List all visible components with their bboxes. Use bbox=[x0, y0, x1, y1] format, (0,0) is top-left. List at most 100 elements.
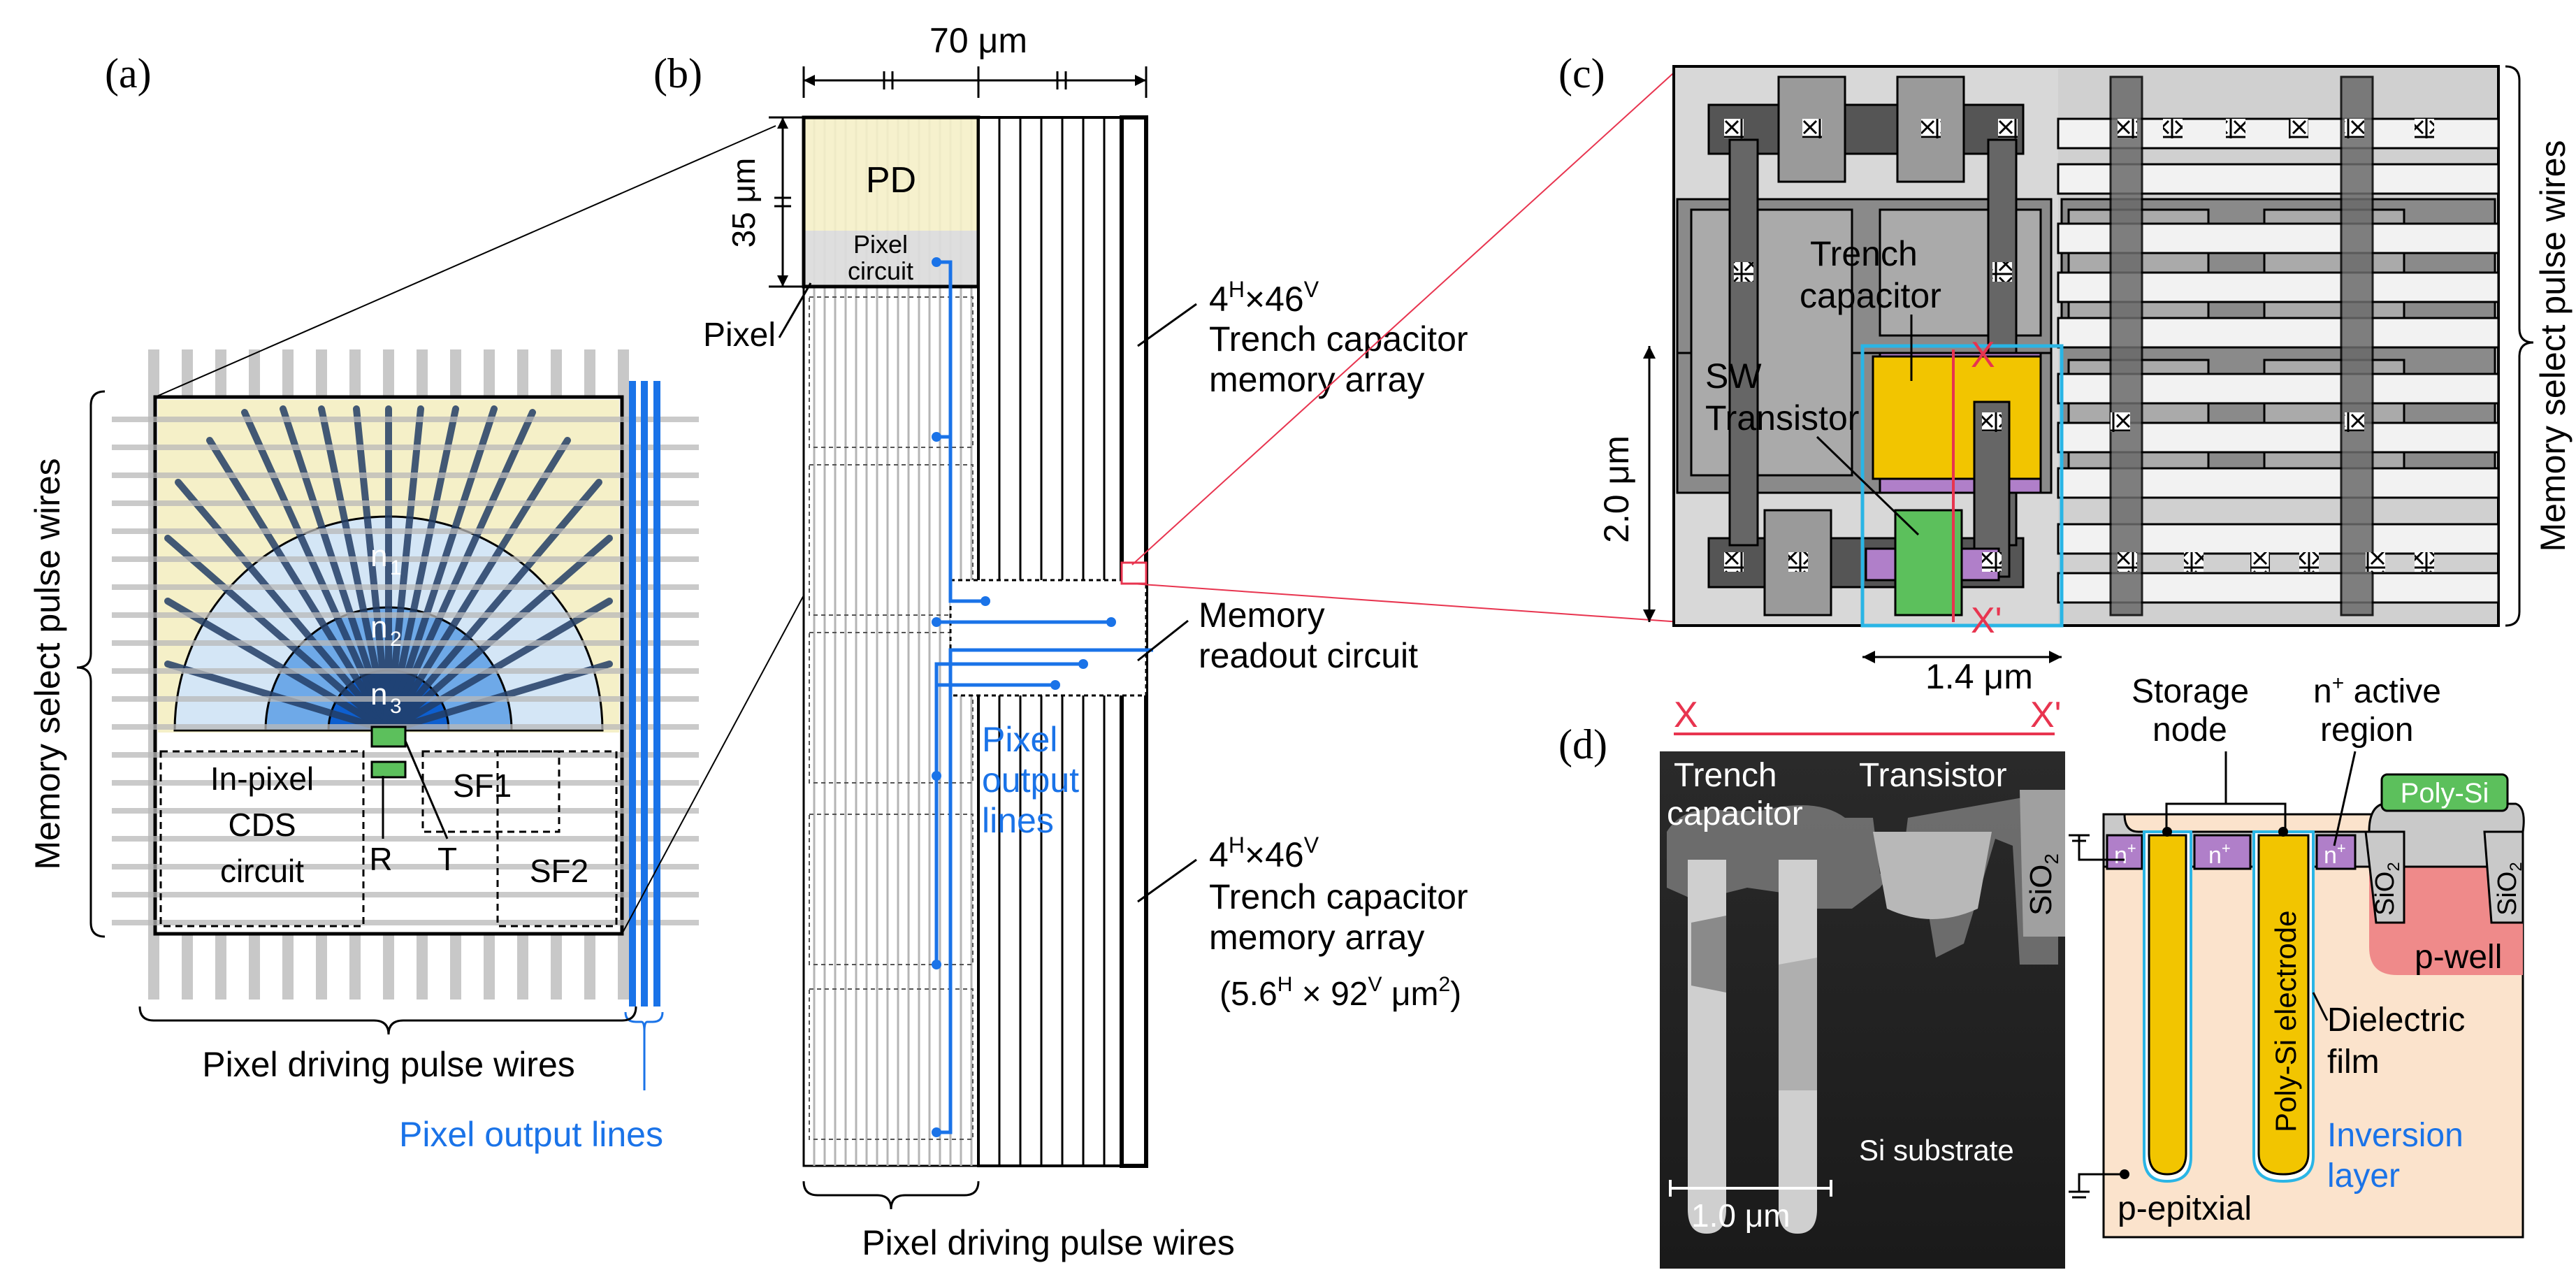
transistor-r bbox=[370, 760, 407, 779]
svg-text:n+: n+ bbox=[2208, 839, 2231, 869]
zoom-box-b bbox=[1120, 561, 1148, 585]
pixel-output-routing bbox=[934, 260, 1153, 1134]
dim-2um: 2.0 μm bbox=[1597, 435, 1636, 543]
array-top-label-3: memory array bbox=[1209, 360, 1424, 399]
pixel-label: Pixel bbox=[703, 317, 776, 354]
sem-sio2-label: SiO2 bbox=[2024, 853, 2062, 916]
trench-electrode-1 bbox=[2148, 834, 2187, 1176]
t-label: T bbox=[437, 841, 457, 877]
trench-cap-label-1: Trench bbox=[1810, 234, 1918, 273]
active-label-1: n+ active bbox=[2313, 672, 2441, 710]
sf2-label: SF2 bbox=[530, 853, 588, 889]
electrode-label: Poly-Si electrode bbox=[2269, 911, 2302, 1132]
array-top-label-1: 4H×46V bbox=[1209, 277, 1319, 319]
array-bot-label-1: 4H×46V bbox=[1209, 832, 1319, 874]
memory-select-wires-a bbox=[112, 417, 699, 925]
cds-label-2: CDS bbox=[228, 807, 296, 843]
array-size-label: (5.6H × 92V μm2) bbox=[1220, 973, 1461, 1013]
dashed-pixels bbox=[809, 296, 974, 1140]
trench-capacitor-c bbox=[1872, 355, 2042, 480]
cds-box bbox=[159, 750, 365, 928]
dielectric-label-1: Dielectric bbox=[2327, 1002, 2465, 1039]
output-dots bbox=[932, 257, 1116, 1137]
pixel-circuit-label-2: circuit bbox=[848, 257, 913, 285]
sem-trench-label-1: Trench bbox=[1674, 757, 1777, 794]
scale-bar-label: 1.0 μm bbox=[1691, 1197, 1790, 1234]
n2-label: n bbox=[370, 610, 387, 644]
sem-transistor bbox=[1873, 832, 1992, 919]
sf1-box bbox=[421, 750, 560, 833]
dim-1-4um: 1.4 μm bbox=[1925, 657, 2033, 696]
svg-text:n+: n+ bbox=[2114, 839, 2136, 869]
panel-label-d: (d) bbox=[1558, 721, 1607, 767]
sw-transistor-c bbox=[1894, 509, 1963, 616]
pixel-circuit-area bbox=[805, 231, 977, 287]
p-well-region bbox=[2369, 863, 2523, 975]
sio2-right: SiO2 bbox=[2493, 862, 2526, 916]
pixel-output-lines-label-a: Pixel output lines bbox=[399, 1115, 663, 1154]
cds-label-1: In-pixel bbox=[210, 760, 314, 797]
readout-label-1: Memory bbox=[1199, 596, 1325, 635]
transistor-t bbox=[370, 726, 407, 748]
width-70um: 70 μm bbox=[929, 21, 1027, 60]
dielectric-label-2: film bbox=[2327, 1044, 2380, 1081]
zoom-line-a-top bbox=[154, 125, 776, 398]
right-half-contacts bbox=[2111, 119, 2434, 572]
trench-cap-label-2: capacitor bbox=[1800, 276, 1941, 315]
cds-label-3: circuit bbox=[220, 853, 304, 889]
pd-label: PD bbox=[866, 160, 916, 201]
memory-select-label-a: Memory select pulse wires bbox=[28, 458, 67, 870]
x-prime-label-c: X' bbox=[1971, 600, 2002, 641]
sem-substrate-label: Si substrate bbox=[1859, 1134, 2014, 1167]
storage-label-2: node bbox=[2152, 712, 2227, 749]
unit-cell-outline bbox=[1860, 344, 2064, 628]
storage-label-1: Storage bbox=[2132, 673, 2249, 710]
nplus-regions bbox=[2106, 834, 2357, 870]
n3-label: n bbox=[370, 677, 387, 712]
n1-sub: 1 bbox=[390, 556, 402, 579]
n3-sub: 3 bbox=[390, 695, 402, 718]
sw-label-1: SW bbox=[1705, 356, 1762, 396]
trench-electrode-2 bbox=[2257, 834, 2310, 1176]
panel-label-b: (b) bbox=[653, 50, 702, 96]
contacts-c bbox=[1724, 119, 2018, 572]
pd-area-b bbox=[805, 119, 977, 231]
array-top-label-2: Trench capacitor bbox=[1209, 319, 1468, 359]
n1-label: n bbox=[370, 539, 387, 573]
pixel-driving-wires-label-b: Pixel driving pulse wires bbox=[862, 1223, 1235, 1262]
sem-trench-1 bbox=[1688, 860, 1726, 1234]
pwell-label: p-well bbox=[2415, 939, 2502, 976]
zoom-line-b-bottom bbox=[1131, 583, 1681, 623]
inversion-label-1: Inversion bbox=[2327, 1117, 2463, 1154]
pixel-output-lines-a bbox=[629, 381, 660, 1007]
r-label: R bbox=[369, 841, 392, 877]
array-bot-label-3: memory array bbox=[1209, 918, 1424, 957]
sf1-label: SF1 bbox=[453, 767, 512, 804]
array-bot-label-2: Trench capacitor bbox=[1209, 877, 1468, 916]
panel-b: (b) 70 μm 35 μm bbox=[653, 21, 1681, 1262]
x-label-d: X bbox=[1674, 695, 1698, 735]
x-prime-label-d: X' bbox=[2030, 695, 2062, 735]
poly-si-label: Poly-Si bbox=[2401, 778, 2489, 809]
pixel-output-label-1: Pixel bbox=[982, 720, 1057, 759]
pixel-output-label-3: lines bbox=[982, 801, 1054, 840]
active-label-2: region bbox=[2320, 712, 2413, 749]
height-35um: 35 μm bbox=[725, 158, 762, 248]
sf2-box bbox=[496, 750, 618, 928]
panel-label-c: (c) bbox=[1558, 50, 1605, 96]
panel-a: (a) bbox=[28, 50, 972, 1154]
x-label-c: X bbox=[1971, 335, 1995, 375]
readout-label-2: readout circuit bbox=[1199, 636, 1418, 675]
zoom-line-b-top bbox=[1131, 66, 1681, 565]
pixel-driving-wires-label-a: Pixel driving pulse wires bbox=[202, 1045, 575, 1084]
sio2-left: SiO2 bbox=[2371, 862, 2403, 916]
sw-label-2: Transistor bbox=[1705, 398, 1859, 438]
pixel-circuit-label-1: Pixel bbox=[853, 230, 908, 259]
pixel-output-label-2: output bbox=[982, 760, 1079, 800]
sem-trench-label-2: capacitor bbox=[1667, 795, 1803, 832]
panel-d: (d) X X' Trench capacitor Transistor SiO… bbox=[1558, 672, 2526, 1269]
svg-text:n+: n+ bbox=[2324, 839, 2346, 869]
sem-transistor-label: Transistor bbox=[1859, 757, 2007, 794]
right-half-columns bbox=[2109, 75, 2374, 616]
